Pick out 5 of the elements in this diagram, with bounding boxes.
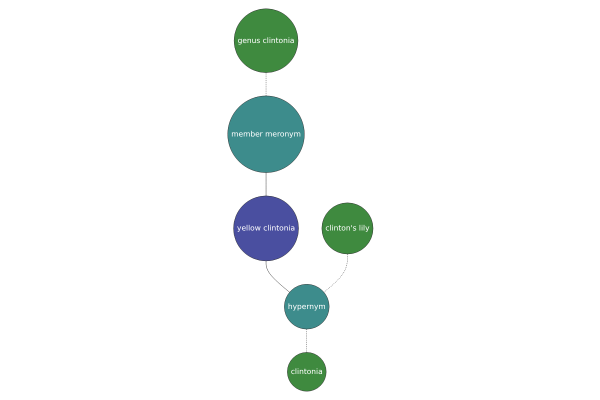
connector (306, 328, 307, 353)
connector (323, 254, 348, 293)
connector (265, 172, 266, 196)
connector (265, 260, 290, 293)
connector (265, 72, 266, 96)
